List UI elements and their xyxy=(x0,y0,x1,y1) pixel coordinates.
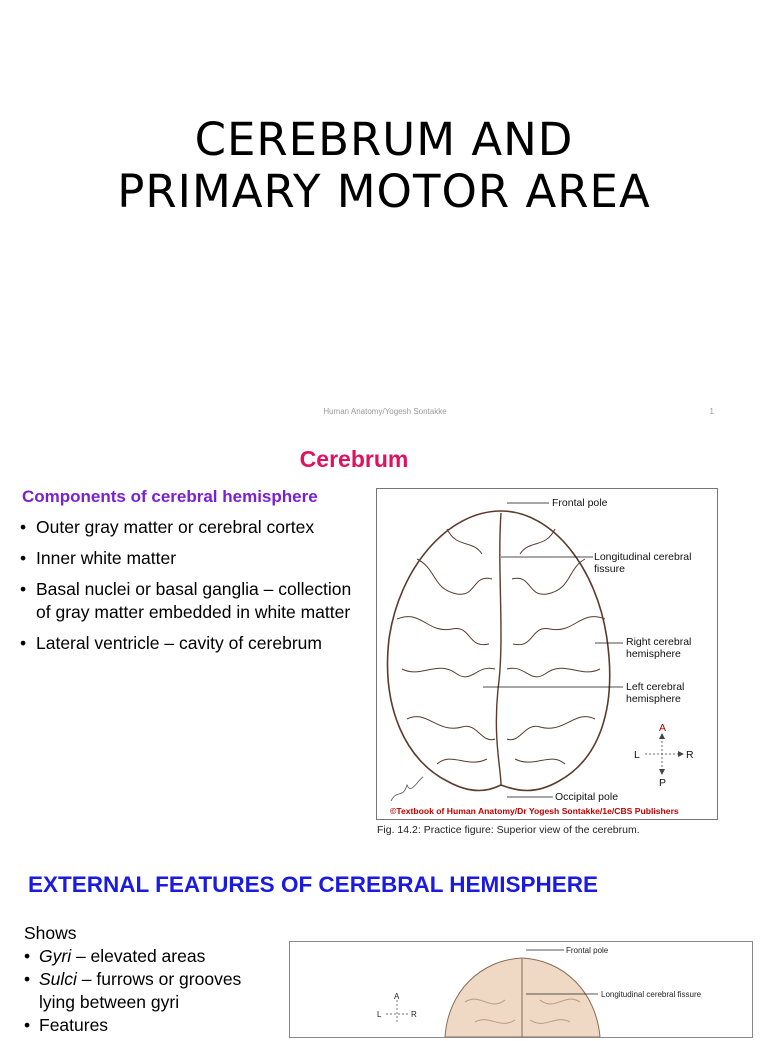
bullet-text: Lateral ventricle – cavity of cerebrum xyxy=(36,633,322,653)
label-longitudinal-fissure-1: Longitudinal cerebral xyxy=(594,551,691,563)
title-slide: CEREBRUM AND PRIMARY MOTOR AREA Human An… xyxy=(0,0,768,430)
list-item: • Gyri – elevated areas xyxy=(24,945,284,968)
term: Gyri xyxy=(39,946,72,966)
list-item: • Features xyxy=(24,1014,284,1037)
bullet-icon: • xyxy=(20,633,27,653)
orientation-compass-icon: A L R P xyxy=(634,722,694,789)
orientation-compass-icon: A L R xyxy=(377,992,417,1024)
intro-text: Shows xyxy=(24,923,77,943)
list-item: • Sulci – furrows or grooves xyxy=(24,968,284,991)
slide-title-line-2: PRIMARY MOTOR AREA xyxy=(117,165,651,218)
slide-subtitle: Components of cerebral hemisphere xyxy=(22,487,318,506)
list-item: • Basal nuclei or basal ganglia – collect… xyxy=(20,578,365,624)
label-frontal-pole: Frontal pole xyxy=(552,497,608,509)
label-right-hemisphere-1: Right cerebral xyxy=(626,636,691,648)
label-left-hemisphere-1: Left cerebral xyxy=(626,681,684,693)
compass-r: R xyxy=(686,749,694,761)
bullet-icon: • xyxy=(24,969,31,989)
label-left-hemisphere-2: hemisphere xyxy=(626,693,681,705)
brain-superior-view-illustration: Frontal pole Longitudinal cerebral fissu… xyxy=(386,497,694,816)
bullet-icon: • xyxy=(20,579,27,599)
list-item: • Lateral ventricle – cavity of cerebrum xyxy=(20,632,365,655)
label-right-hemisphere-2: hemisphere xyxy=(626,648,681,660)
list-item: • Inner white matter xyxy=(20,547,365,570)
bullet-text: Inner white matter xyxy=(36,548,177,568)
compass-l: L xyxy=(634,749,640,761)
list-item: • Outer gray matter or cerebral cortex xyxy=(20,516,365,539)
label-occipital-pole: Occipital pole xyxy=(555,791,618,803)
bullet-list: • Outer gray matter or cerebral cortex • I… xyxy=(20,516,365,663)
label-longitudinal-fissure-2: fissure xyxy=(594,563,625,575)
page-number: 1 xyxy=(709,407,714,416)
brain-colored-illustration: Frontal pole Longitudinal cerebral fissu… xyxy=(377,946,702,1038)
term-desc: – furrows or grooves xyxy=(76,969,242,989)
label-longitudinal-fissure: Longitudinal cerebral fissure xyxy=(601,990,702,999)
signature-mark xyxy=(390,776,424,802)
term: Sulci xyxy=(39,969,77,989)
slide-title: EXTERNAL FEATURES OF CEREBRAL HEMISPHERE xyxy=(28,872,599,897)
bullet-text: Outer gray matter or cerebral cortex xyxy=(36,517,315,537)
cerebrum-slide: Cerebrum Components of cerebral hemisphe… xyxy=(0,432,768,842)
compass-l: L xyxy=(377,1010,382,1019)
compass-a: A xyxy=(659,722,666,734)
figure-copyright: ©Textbook of Human Anatomy/Dr Yogesh Son… xyxy=(390,806,679,816)
compass-p: P xyxy=(659,777,666,789)
term-desc: – elevated areas xyxy=(71,946,206,966)
external-features-slide: EXTERNAL FEATURES OF CEREBRAL HEMISPHERE… xyxy=(0,852,768,1038)
bullet-icon: • xyxy=(20,548,27,568)
slide-title: Cerebrum xyxy=(299,446,409,472)
brain-photo-figure: Frontal pole Longitudinal cerebral fissu… xyxy=(289,941,753,1038)
slide-footer: Human Anatomy/Yogesh Sontakke xyxy=(323,407,447,416)
bullet-text: Features xyxy=(39,1015,109,1035)
brain-figure: Frontal pole Longitudinal cerebral fissu… xyxy=(376,488,718,820)
figure-caption: Fig. 14.2: Practice figure: Superior vie… xyxy=(377,824,640,836)
bullet-text: Basal nuclei or basal ganglia – collecti… xyxy=(36,579,352,622)
bullet-icon: • xyxy=(20,517,27,537)
compass-r: R xyxy=(411,1010,417,1019)
bullet-icon: • xyxy=(24,946,31,966)
compass-a: A xyxy=(394,992,400,1001)
continuation-text: lying between gyri xyxy=(39,992,180,1012)
label-frontal-pole: Frontal pole xyxy=(566,946,609,955)
slide-title-line-1: CEREBRUM AND xyxy=(194,113,574,166)
bullet-icon: • xyxy=(24,1015,31,1035)
features-text: Shows • Gyri – elevated areas • Sulci – fu… xyxy=(24,922,284,1037)
